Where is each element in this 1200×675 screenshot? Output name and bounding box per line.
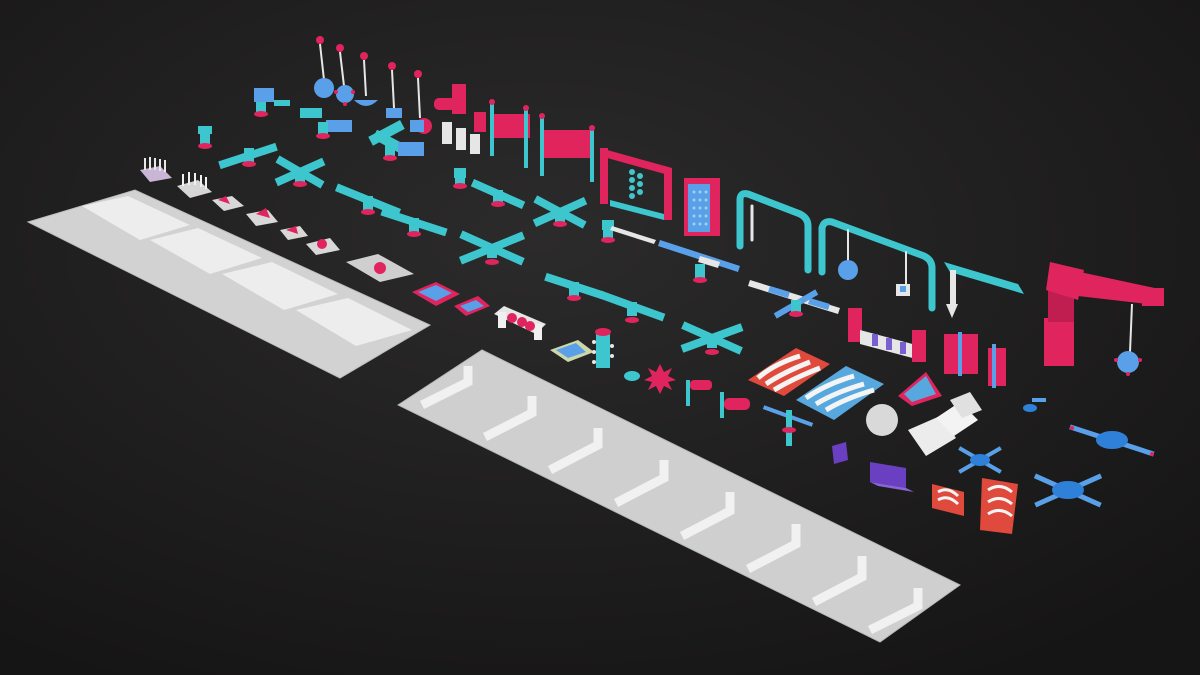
blue-spinners — [958, 398, 1155, 508]
spiked-column — [592, 328, 614, 368]
hammer-tower — [434, 84, 486, 154]
small-spinner-tee — [762, 405, 814, 446]
balance-beam — [944, 262, 1024, 318]
padded-wall — [848, 308, 926, 362]
hammer-paddles — [686, 380, 750, 418]
hanging-spike-ball — [838, 260, 858, 280]
spike-strips — [140, 157, 414, 282]
pendulum-balls — [314, 36, 432, 134]
climbing-frame — [600, 148, 720, 236]
purple-blocks — [832, 442, 914, 492]
hanging-block-marker — [900, 286, 906, 292]
walkway-striped — [26, 189, 432, 379]
white-ball — [866, 404, 898, 436]
spiked-roller — [494, 306, 546, 340]
mat-red — [748, 348, 830, 396]
spinner-row-top — [254, 88, 424, 161]
step-blocks — [908, 392, 982, 456]
mat-blue — [796, 366, 884, 420]
pink-panels — [944, 332, 1006, 388]
spinner-row-lower — [544, 272, 744, 355]
pink-bar-gates — [489, 99, 595, 182]
crane-arm — [1044, 262, 1164, 376]
red-ladders — [932, 478, 1018, 534]
striped-bars — [610, 226, 840, 319]
walkway-chevron — [396, 349, 961, 643]
spike-star — [624, 364, 676, 394]
bounce-pads — [412, 282, 594, 362]
spinner-row-middle — [198, 126, 615, 266]
monkey-bar-arches — [736, 190, 936, 312]
ramp-block — [898, 372, 942, 406]
